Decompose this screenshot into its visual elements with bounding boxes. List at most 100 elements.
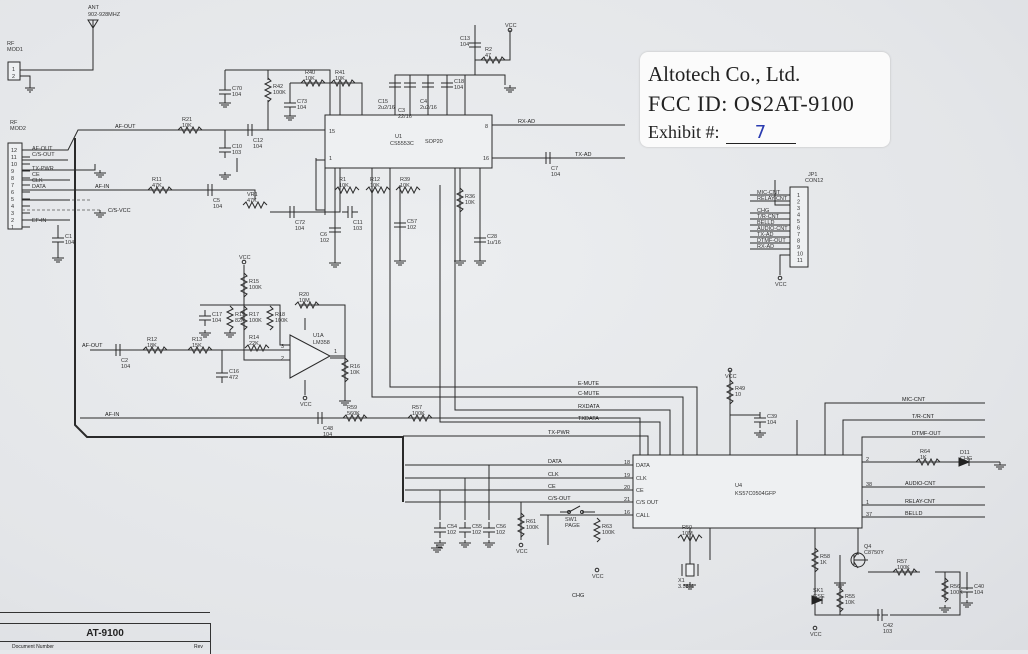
pin-number: 18 (624, 460, 630, 466)
ic-u1: U1 CS5553C SOP20 15 1 8 16 (324, 114, 493, 169)
opamp-u1a: U1A LM358 3 2 1 (281, 333, 345, 379)
component-value: 102 (407, 225, 416, 231)
vcc-symbol: VCC (592, 567, 604, 580)
component-ref: R16 (350, 364, 360, 370)
net-rx-ad: RX-AD (518, 119, 535, 125)
component-value: 102 (320, 238, 329, 244)
net-txdata: TXDATA (578, 416, 599, 422)
pin-number: 15 (329, 129, 335, 135)
pin-number: 6 (797, 226, 800, 232)
component-ref: C10 (232, 144, 242, 150)
stamp-fcc-id: FCC ID: OS2AT-9100 (648, 91, 855, 116)
component-value: 22/16 (398, 114, 412, 120)
component-ref: C73 (297, 99, 307, 105)
component-value: 104 (460, 42, 469, 48)
fcc-exhibit-stamp: Altotech Co., Ltd. FCC ID: OS2AT-9100 Ex… (640, 52, 890, 147)
ground-icon (754, 430, 766, 438)
pin-number: 5 (11, 197, 14, 203)
mod2-pin-label: EF-IN (32, 218, 46, 224)
component-value: 104 (253, 144, 262, 150)
component-ref: C12 (253, 138, 263, 144)
component-value: 10K (182, 123, 192, 129)
component-value: 10K (350, 370, 360, 376)
exhibit-label: Exhibit #: (648, 122, 720, 142)
component-ref: R14 (249, 335, 259, 341)
u4-pin-name: CE (636, 488, 644, 494)
component-ref: R61 (526, 519, 536, 525)
component-value: 15K (192, 343, 202, 349)
pin-number: 9 (797, 245, 800, 251)
exhibit-number: 7 (725, 122, 796, 144)
jp1-ref: JP1 (808, 172, 817, 178)
net-c-mute: C-MUTE (578, 391, 600, 397)
component-ref: R58 (820, 554, 830, 560)
component-ref: R59 (347, 405, 357, 411)
u1-part: CS5553C (390, 141, 414, 147)
net-dtmf-out: DTMF-OUT (912, 431, 941, 437)
component-value: 104 (212, 318, 221, 324)
pin-number: 20 (624, 485, 630, 491)
component-ref: R49 (735, 386, 745, 392)
ground-icon (504, 85, 516, 93)
jp1-pin-label: AUDIO-CNT (757, 226, 788, 232)
component-value: 100K (275, 318, 288, 324)
ground-icon (961, 600, 973, 608)
component-ref: C40 (974, 584, 984, 590)
component-value: 2u2/16 (378, 105, 395, 111)
component-ref: C54 (447, 524, 457, 530)
component-value: 1K (820, 560, 827, 566)
net-tx-ad: TX-AD (575, 152, 592, 158)
pin-number: 16 (624, 510, 630, 516)
ground-icon (219, 100, 231, 108)
rf-module-2: RF MOD2 121110987654321AF-OUTC/S-OUTTX-P… (7, 120, 55, 231)
pin-number: 8 (797, 239, 800, 245)
mod2-pin-label: AF-OUT (32, 146, 53, 152)
mod2-pin-label: CLK (32, 178, 43, 184)
jp1-pin-label: DTMF-OUT (757, 238, 786, 244)
pin-number: 4 (797, 213, 800, 219)
component-ref: C11 (353, 220, 363, 226)
vcc-label: VCC (810, 632, 822, 638)
pin-number: 3 (11, 211, 14, 217)
component-value: 102 (496, 530, 505, 536)
pin-number: 37 (866, 512, 872, 518)
component-value: 47 (485, 53, 491, 59)
component-value: 10M (682, 531, 693, 537)
net-af-out-2: AF-OUT (82, 343, 103, 349)
stamp-exhibit: Exhibit #:7 (648, 122, 796, 144)
pin-number: 10 (797, 252, 803, 258)
antenna-ref: ANT (88, 5, 100, 11)
component-value: GSE (813, 594, 825, 600)
jp1-pin-label: T/R-CNT (757, 214, 780, 220)
component-value: 10K (370, 183, 380, 189)
component-ref: D11 (960, 450, 970, 456)
component-ref: R19 (235, 312, 245, 318)
component-ref: C2 (121, 358, 128, 364)
component-ref: R40 (305, 70, 315, 76)
wires (22, 25, 1000, 616)
component-value: 104 (974, 590, 983, 596)
pin-number: 5 (797, 219, 800, 225)
component-value: 104 (232, 92, 241, 98)
component-ref: R50 (682, 525, 692, 531)
rev-label: Rev (194, 644, 203, 650)
jp1-pin-label: CHG (757, 208, 769, 214)
